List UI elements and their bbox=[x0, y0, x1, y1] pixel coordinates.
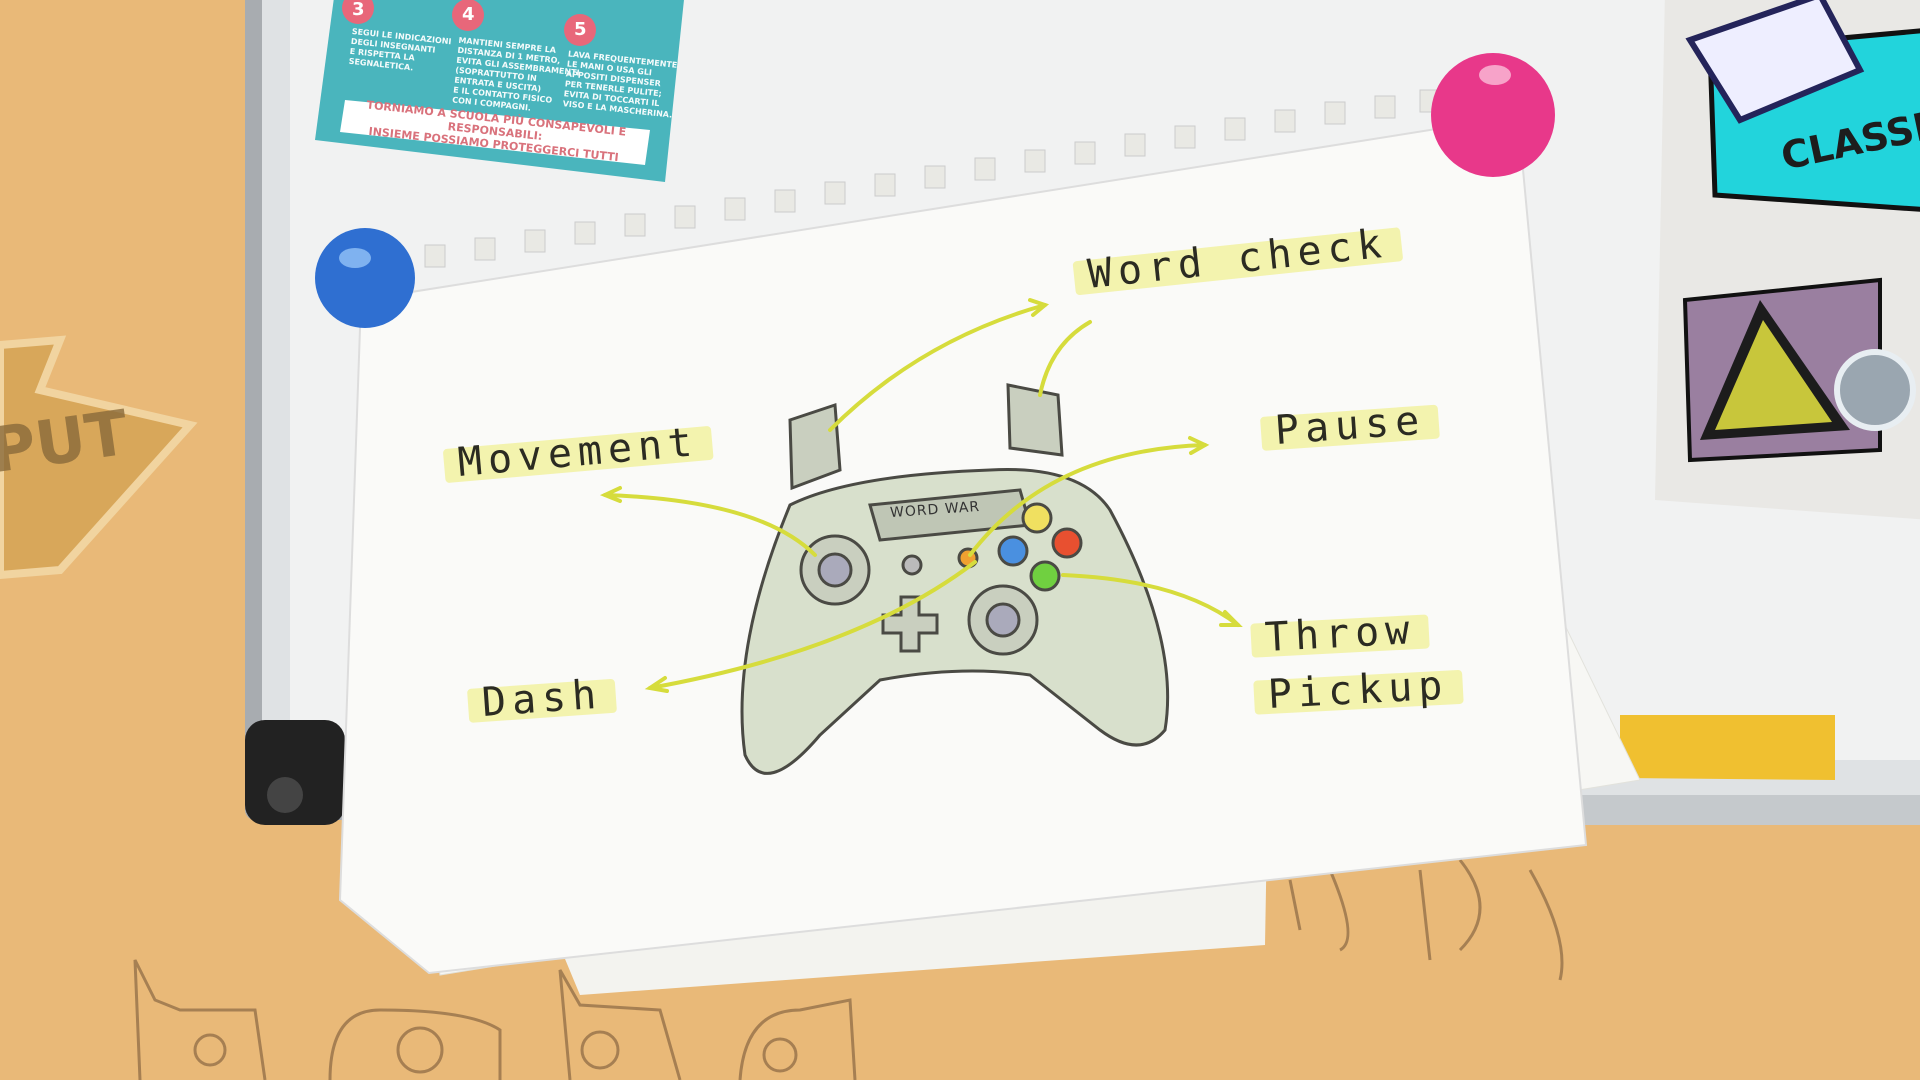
poster-step-5: LAVA FREQUENTEMENTE LE MANI O USA GLI AP… bbox=[562, 49, 678, 120]
blue-magnet bbox=[315, 228, 415, 328]
classroom-sign bbox=[1655, 0, 1920, 520]
arrow-sign bbox=[0, 335, 198, 580]
label-pickup: Pickup bbox=[1253, 662, 1464, 718]
poster-number-4: 4 bbox=[462, 4, 475, 25]
safety-poster bbox=[315, 0, 684, 182]
poster-number-3: 3 bbox=[352, 0, 365, 20]
poster-number-5: 5 bbox=[574, 19, 587, 40]
pink-magnet bbox=[1431, 53, 1555, 177]
label-pickup-text: Pickup bbox=[1266, 662, 1450, 718]
label-dash-text: Dash bbox=[480, 671, 604, 726]
label-throw: Throw bbox=[1250, 607, 1431, 661]
label-dash: Dash bbox=[466, 671, 618, 726]
doodle-bunnies bbox=[133, 859, 1564, 1080]
gamepad-sketch bbox=[740, 383, 1170, 775]
label-throw-text: Throw bbox=[1263, 607, 1417, 661]
label-arrows bbox=[599, 298, 1243, 693]
